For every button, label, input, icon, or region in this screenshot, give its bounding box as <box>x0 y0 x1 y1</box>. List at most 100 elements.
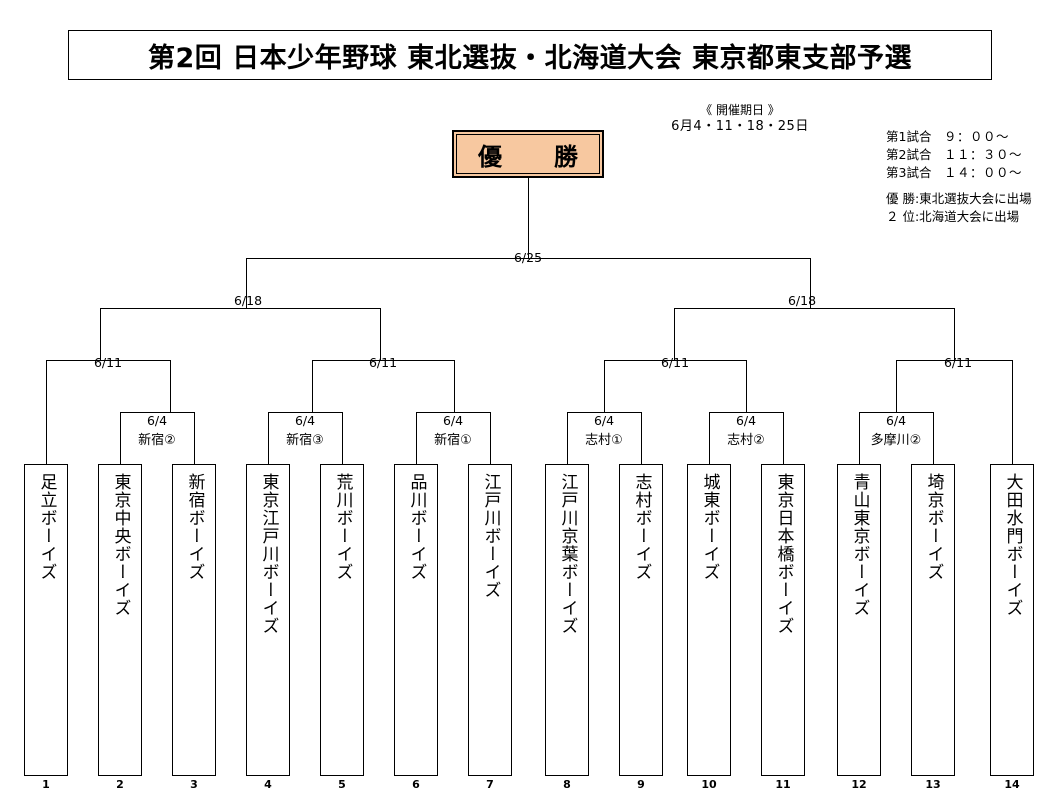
first-round-a-date-label: 6/4 <box>146 413 168 428</box>
team-box-9[interactable]: 志村ボーイズ <box>619 464 663 776</box>
quarterfinal-2-bar <box>312 360 454 361</box>
quarterfinal-4-date-label: 6/11 <box>943 355 973 370</box>
champion-box: 優 勝 <box>452 130 604 178</box>
first-round-c-date-label: 6/4 <box>442 413 464 428</box>
bye-team-14-stem <box>1012 360 1013 464</box>
seed-number-4: 4 <box>264 778 272 791</box>
quarterfinal-1-date-label: 6/11 <box>93 355 123 370</box>
game-time-row-2: 第2試合 １１：３０～ <box>886 146 1064 164</box>
final-bar <box>246 258 810 259</box>
first-round-a-left-stem <box>120 412 121 464</box>
team-box-11[interactable]: 東京日本橋ボーイズ <box>761 464 805 776</box>
team-name-4: 東京江戸川ボーイズ <box>258 473 279 635</box>
team-box-4[interactable]: 東京江戸川ボーイズ <box>246 464 290 776</box>
final-date-label: 6/25 <box>513 250 543 265</box>
team-name-3: 新宿ボーイズ <box>184 473 205 581</box>
team-box-10[interactable]: 城東ボーイズ <box>687 464 731 776</box>
game-2-label: 第2試合 <box>886 147 932 163</box>
first-round-e-right-stem <box>783 412 784 464</box>
seed-number-8: 8 <box>563 778 571 791</box>
semifinal-right-stem <box>810 258 811 308</box>
first-round-e-date-label: 6/4 <box>735 413 757 428</box>
first-round-f-venue-label: 多摩川② <box>870 433 922 448</box>
first-round-e-venue-label: 志村② <box>727 433 765 448</box>
first-round-c-right-stem <box>490 412 491 464</box>
team-name-10: 城東ボーイズ <box>699 473 720 581</box>
team-name-14: 大田水門ボーイズ <box>1002 473 1023 617</box>
semifinal-left-date-label: 6/18 <box>233 293 263 308</box>
first-round-d-bar <box>567 412 641 413</box>
first-round-c-stem <box>454 360 455 412</box>
team-box-7[interactable]: 江戸川ボーイズ <box>468 464 512 776</box>
seed-number-7: 7 <box>486 778 494 791</box>
quarterfinal-1-bar <box>46 360 170 361</box>
team-name-1: 足立ボーイズ <box>36 473 57 581</box>
seed-number-11: 11 <box>775 778 791 791</box>
first-round-a-stem <box>170 360 171 412</box>
team-box-12[interactable]: 青山東京ボーイズ <box>837 464 881 776</box>
game-3-label: 第3試合 <box>886 165 932 181</box>
first-round-b-bar <box>268 412 342 413</box>
first-round-c-venue-label: 新宿① <box>434 433 472 448</box>
quarterfinal-3-stem <box>674 308 675 360</box>
first-round-d-stem <box>604 360 605 412</box>
first-round-a-bar <box>120 412 194 413</box>
seed-number-3: 3 <box>190 778 198 791</box>
quarterfinal-4-stem <box>954 308 955 360</box>
first-round-e-left-stem <box>709 412 710 464</box>
first-round-a-right-stem <box>194 412 195 464</box>
team-box-5[interactable]: 荒川ボーイズ <box>320 464 364 776</box>
first-round-b-date-label: 6/4 <box>294 413 316 428</box>
champion-stem <box>528 178 529 258</box>
first-round-c-bar <box>416 412 490 413</box>
first-round-b-right-stem <box>342 412 343 464</box>
seed-number-6: 6 <box>412 778 420 791</box>
first-round-f-left-stem <box>859 412 860 464</box>
first-round-a-venue-label: 新宿② <box>138 433 176 448</box>
event-period-block: 《 開催期日 》 6月4・11・18・25日 <box>620 102 860 136</box>
seed-number-9: 9 <box>637 778 645 791</box>
qualification-note-2: ２ 位:北海道大会に出場 <box>886 209 1020 225</box>
semifinal-right-bar <box>674 308 954 309</box>
team-name-11: 東京日本橋ボーイズ <box>773 473 794 635</box>
first-round-f-stem <box>896 360 897 412</box>
event-period-heading: 《 開催期日 》 <box>700 103 780 117</box>
champion-label: 優 勝 <box>478 142 592 171</box>
first-round-f-date-label: 6/4 <box>885 413 907 428</box>
seed-number-12: 12 <box>851 778 867 791</box>
team-name-13: 埼京ボーイズ <box>923 473 944 581</box>
quarterfinal-1-stem <box>100 308 101 360</box>
first-round-b-venue-label: 新宿③ <box>286 433 324 448</box>
team-box-6[interactable]: 品川ボーイズ <box>394 464 438 776</box>
team-name-7: 江戸川ボーイズ <box>480 473 501 599</box>
team-box-8[interactable]: 江戸川京葉ボーイズ <box>545 464 589 776</box>
first-round-f-bar <box>859 412 933 413</box>
first-round-d-date-label: 6/4 <box>593 413 615 428</box>
team-name-6: 品川ボーイズ <box>406 473 427 581</box>
semifinal-right-date-label: 6/18 <box>787 293 817 308</box>
team-box-1[interactable]: 足立ボーイズ <box>24 464 68 776</box>
game-2-time: １１：３０～ <box>944 147 1023 163</box>
team-box-3[interactable]: 新宿ボーイズ <box>172 464 216 776</box>
first-round-b-stem <box>312 360 313 412</box>
seed-number-14: 14 <box>1004 778 1020 791</box>
team-box-2[interactable]: 東京中央ボーイズ <box>98 464 142 776</box>
first-round-d-left-stem <box>567 412 568 464</box>
quarterfinal-2-stem <box>380 308 381 360</box>
event-period-dates: 6月4・11・18・25日 <box>671 119 809 135</box>
page-title-text: 第2回 日本少年野球 東北選抜・北海道大会 東京都東支部予選 <box>148 42 912 74</box>
first-round-d-right-stem <box>641 412 642 464</box>
game-1-label: 第1試合 <box>886 129 932 144</box>
team-box-13[interactable]: 埼京ボーイズ <box>911 464 955 776</box>
team-box-14[interactable]: 大田水門ボーイズ <box>990 464 1034 776</box>
page-title: 第2回 日本少年野球 東北選抜・北海道大会 東京都東支部予選 <box>68 30 992 80</box>
quarterfinal-2-date-label: 6/11 <box>368 355 398 370</box>
first-round-d-venue-label: 志村① <box>585 433 623 448</box>
first-round-e-bar <box>709 412 783 413</box>
team-name-2: 東京中央ボーイズ <box>110 473 131 617</box>
first-round-f-right-stem <box>933 412 934 464</box>
seed-number-2: 2 <box>116 778 124 791</box>
